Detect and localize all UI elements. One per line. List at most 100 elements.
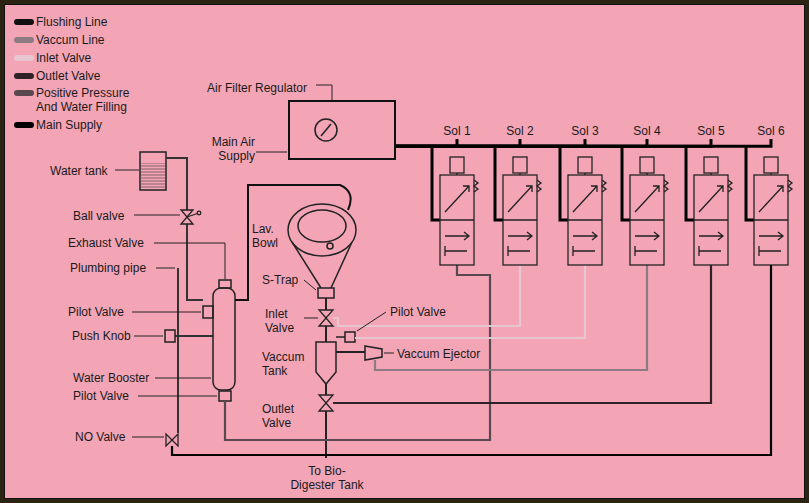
- solenoid-valve-symbol: [560, 146, 606, 265]
- solenoid-label-box: Sol 6: [757, 124, 784, 138]
- part-label: Outlet Valve: [262, 402, 302, 430]
- part-label: Water tank: [50, 164, 108, 178]
- exhaust-valve: [219, 280, 231, 288]
- part-label: Lav. Bowl: [252, 222, 284, 250]
- leader-lines: [138, 396, 217, 397]
- legend-swatch: [14, 122, 34, 128]
- solenoid-coil: [640, 157, 654, 173]
- valve-spring: [728, 180, 732, 192]
- legend-swatch: [14, 90, 34, 96]
- leader-lines: [256, 152, 287, 153]
- legend-text: Vaccum Line: [36, 33, 141, 47]
- node-text: Sol 5: [697, 124, 724, 138]
- main-supply-line: [686, 146, 694, 220]
- vacuum-ejector: [365, 346, 382, 360]
- legend-swatch: [14, 37, 34, 43]
- node-text: Sol 3: [571, 124, 598, 138]
- part-label: Pilot Valve: [390, 305, 446, 319]
- flow-arrow: [508, 186, 532, 212]
- main-supply-line: [172, 265, 771, 455]
- water-tank: [140, 152, 166, 190]
- outlet-valve: [319, 395, 333, 403]
- part-label: Pilot Valve: [68, 305, 124, 319]
- legend-text: Main Supply: [36, 118, 141, 132]
- inlet-valve: [319, 310, 333, 318]
- lavatory-bowl: [327, 243, 333, 249]
- part-label: Push Knob: [72, 329, 131, 343]
- flow-arrow: [445, 232, 469, 240]
- leader-lines: [134, 336, 163, 337]
- outlet-valve-line: [333, 265, 711, 403]
- blocked-port: [699, 246, 721, 256]
- s-trap: [318, 288, 334, 298]
- flow-arrow: [635, 232, 659, 240]
- air-filter-regulator-box: Air Filter RegulatorMain Air Supply: [288, 100, 396, 160]
- solenoid-coil: [764, 157, 778, 173]
- node-text: Sol 2: [506, 124, 533, 138]
- valve-spring: [474, 180, 478, 192]
- solenoid-valve-symbol: [694, 219, 728, 220]
- main-supply-line: [432, 146, 440, 220]
- flow-arrow: [635, 186, 659, 212]
- gauge-symbol: [315, 119, 337, 141]
- regulator-symbol: [290, 102, 394, 158]
- outlet-valve: [319, 395, 333, 411]
- legend-text: Outlet Valve: [36, 69, 141, 83]
- ball-valve: [181, 210, 201, 224]
- inlet-valve-line: [333, 265, 520, 326]
- plumbing-pipe: [177, 268, 179, 433]
- flow-arrow: [699, 186, 723, 212]
- solenoid-coil: [704, 157, 718, 173]
- node-text: Main Air Supply: [193, 135, 255, 163]
- outlet-valve: [319, 403, 333, 411]
- solenoid-valve-symbol: [440, 219, 474, 220]
- main-supply-line: [396, 139, 771, 146]
- solenoid-coil: [450, 157, 464, 173]
- node-text: Air Filter Regulator: [207, 81, 307, 95]
- plumbing-pipe: [187, 224, 203, 300]
- solenoid-valve-symbol: [630, 219, 664, 220]
- vacuum-tank: [336, 336, 345, 338]
- valve-body: [440, 175, 474, 265]
- leader-lines: [155, 378, 211, 379]
- solenoid-valve-symbol: [686, 146, 732, 265]
- solenoid-valve-symbol: [495, 146, 541, 265]
- water-booster: [165, 280, 235, 401]
- plumbing-pipe: [166, 158, 187, 210]
- solenoid-label-box: Sol 5: [697, 124, 724, 138]
- main-supply-line: [622, 146, 630, 220]
- gauge-needle: [321, 124, 331, 136]
- valve-body: [754, 175, 788, 265]
- leader-lines: [132, 437, 164, 438]
- leader-lines: [357, 312, 386, 331]
- no-valve: [166, 434, 178, 446]
- solenoid-label-box: Sol 4: [633, 124, 660, 138]
- solenoid-label-box: Sol 3: [571, 124, 598, 138]
- solenoid-valve-symbol: [503, 219, 537, 220]
- water-tank: [141, 163, 165, 189]
- solenoid-coil: [578, 157, 592, 173]
- legend-text: Flushing Line: [36, 15, 141, 29]
- valve-spring: [664, 180, 668, 192]
- part-label: Plumbing pipe: [70, 261, 146, 275]
- part-label: Vaccum Ejector: [397, 347, 480, 361]
- pilot-valve: [219, 391, 231, 401]
- water-tank: [140, 152, 166, 190]
- blocked-port: [759, 246, 781, 256]
- water-booster: [213, 288, 235, 390]
- main-supply-line: [746, 146, 754, 220]
- valve-body: [630, 175, 664, 265]
- push-knob: [165, 330, 175, 342]
- leader-lines: [156, 268, 175, 269]
- valve-spring: [537, 180, 541, 192]
- pilot-valve: [345, 332, 355, 342]
- flow-arrow: [759, 186, 783, 212]
- positive-pressure-line: [225, 265, 490, 440]
- lavatory-bowl: [298, 210, 346, 242]
- part-label: Exhaust Valve: [68, 236, 144, 250]
- part-label: NO Valve: [75, 430, 125, 444]
- blocked-port: [508, 246, 530, 256]
- node-text: Sol 1: [443, 124, 470, 138]
